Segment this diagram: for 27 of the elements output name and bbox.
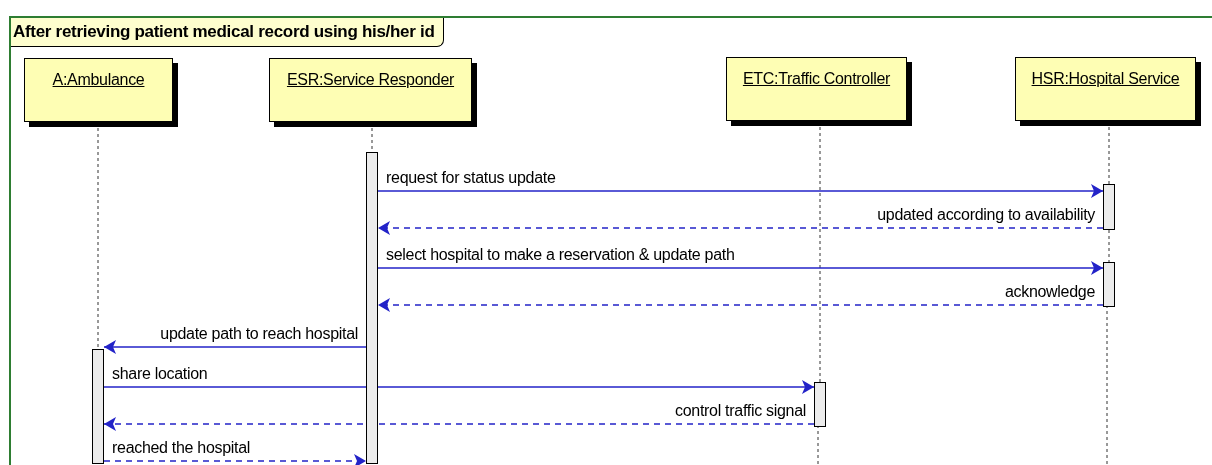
activation-bar — [1103, 184, 1115, 230]
edge-label: update path to reach hospital — [158, 325, 360, 343]
edge-label: acknowledge — [1002, 283, 1097, 301]
message-arrow — [103, 380, 815, 394]
message-arrow — [377, 261, 1104, 275]
participant-name: HSR:Hospital Service — [1031, 70, 1180, 87]
frame-border — [9, 16, 1212, 465]
participant-name: ETC:Traffic Controller — [742, 70, 891, 87]
edge-label: updated according to availability — [875, 206, 1097, 224]
activation-bar — [814, 382, 826, 427]
participant-name: A:Ambulance — [52, 71, 145, 88]
activation-bar — [92, 349, 104, 464]
return-message-arrow — [377, 221, 1104, 235]
lifeline — [1108, 229, 1110, 263]
activation-bar — [366, 152, 378, 464]
return-message-arrow — [103, 417, 815, 431]
return-message-arrow — [377, 298, 1104, 312]
message-arrow — [377, 184, 1104, 198]
message-arrow — [103, 340, 367, 354]
activation-bar — [1103, 262, 1115, 307]
edge-label: control traffic signal — [673, 402, 808, 420]
edge-label: select hospital to make a reservation & update path — [384, 246, 737, 264]
edge-label: request for status update — [384, 169, 558, 187]
edge-label: reached the hospital — [110, 439, 253, 457]
participant-name: ESR:Service Responder — [286, 71, 455, 88]
return-message-arrow — [103, 454, 367, 465]
frame-title: After retrieving patient medical record using his/her id — [11, 18, 444, 47]
